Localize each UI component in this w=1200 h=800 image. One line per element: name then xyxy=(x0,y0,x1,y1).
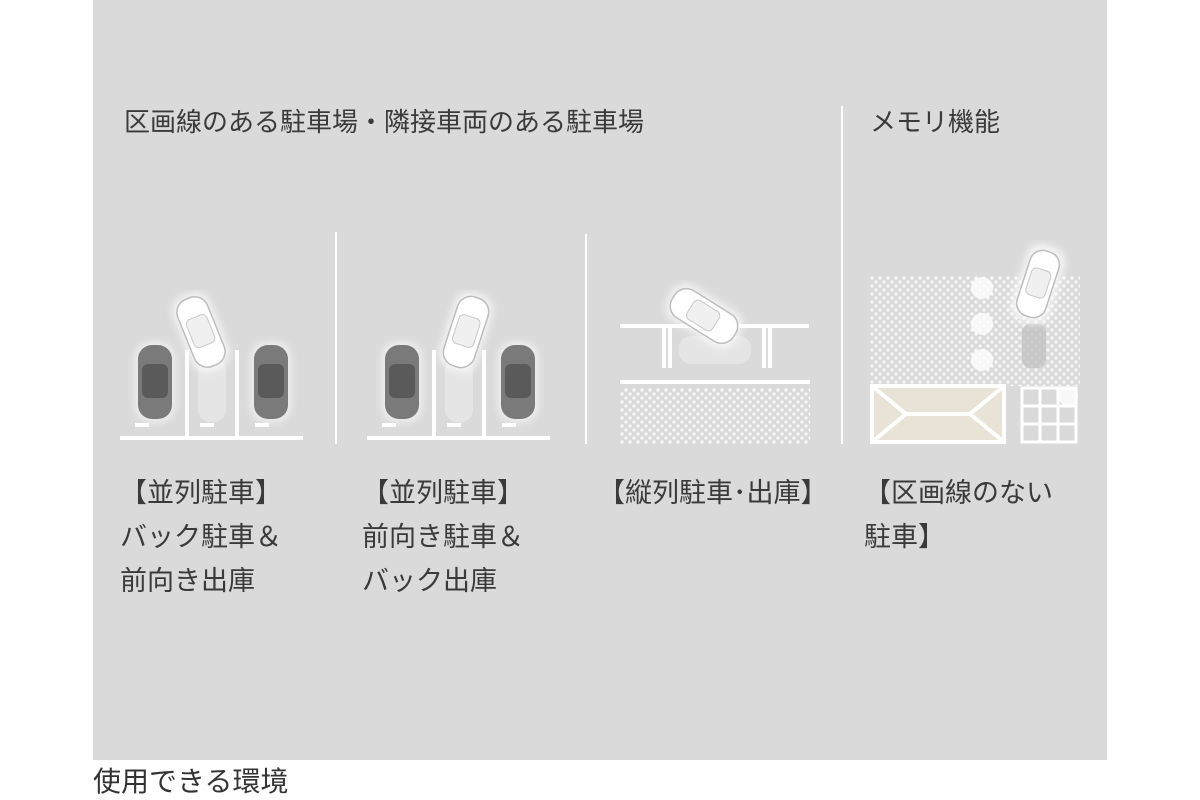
ego-car xyxy=(438,291,494,373)
parked-car xyxy=(382,342,422,422)
caption-line: 前向き出庫 xyxy=(120,566,255,597)
caption-line: 【並列駐車】 xyxy=(120,478,282,509)
parked-car xyxy=(135,342,175,422)
ghost-car xyxy=(445,358,473,422)
scene-perpendicular-forward xyxy=(367,291,550,440)
caption-line: 駐車】 xyxy=(864,522,945,553)
caption-perpendicular-forward: 【並列駐車】 前向き駐車＆ バック出庫 xyxy=(362,472,524,604)
divider-main xyxy=(841,106,843,444)
caption-line: 【区画線のない xyxy=(864,478,1053,509)
roof-ridge xyxy=(870,384,1006,444)
caption-line: 【縦列駐車･出庫】 xyxy=(598,478,828,509)
fence-grid xyxy=(1020,386,1078,444)
stop-mark xyxy=(382,423,396,427)
curb-line xyxy=(120,436,303,440)
curb-line xyxy=(367,436,550,440)
parking-bay-line xyxy=(762,324,809,368)
stop-mark xyxy=(255,423,269,427)
caption-line: 前向き駐車＆ xyxy=(362,522,524,553)
heading-memory: メモリ機能 xyxy=(870,108,1001,138)
scene-parallel xyxy=(620,283,810,444)
caption-line: バック出庫 xyxy=(362,566,497,597)
stop-mark xyxy=(447,423,461,427)
stop-mark xyxy=(200,423,214,427)
curb-line xyxy=(620,380,810,384)
shrub xyxy=(971,277,1078,406)
parked-car xyxy=(251,342,291,422)
scene-perpendicular-reverse xyxy=(120,292,303,440)
caption-memory: 【区画線のない 駐車】 xyxy=(864,472,1053,560)
ego-car xyxy=(1010,243,1066,325)
caption-parallel: 【縦列駐車･出庫】 xyxy=(598,472,828,516)
sidewalk-area xyxy=(620,388,810,444)
heading-marked-lots: 区画線のある駐車場・隣接車両のある駐車場 xyxy=(124,108,645,138)
parking-line xyxy=(432,350,436,436)
ghost-car xyxy=(1022,324,1046,368)
scene-memory xyxy=(870,243,1080,444)
ego-car xyxy=(665,283,743,349)
ghost-car xyxy=(198,358,226,422)
divider-2 xyxy=(585,234,587,444)
parking-line xyxy=(482,350,486,436)
parking-line xyxy=(235,350,239,436)
footer-title: 使用できる環境 xyxy=(93,765,289,798)
divider-1 xyxy=(335,232,337,444)
caption-line: 【並列駐車】 xyxy=(362,478,524,509)
parking-bay-line xyxy=(620,324,672,368)
stop-mark xyxy=(502,423,516,427)
caption-line: バック駐車＆ xyxy=(120,522,282,553)
ego-car xyxy=(172,292,230,372)
stop-mark xyxy=(135,423,149,427)
parking-line xyxy=(185,350,189,436)
caption-perpendicular-reverse: 【並列駐車】 バック駐車＆ 前向き出庫 xyxy=(120,472,282,604)
parked-car xyxy=(498,342,538,422)
